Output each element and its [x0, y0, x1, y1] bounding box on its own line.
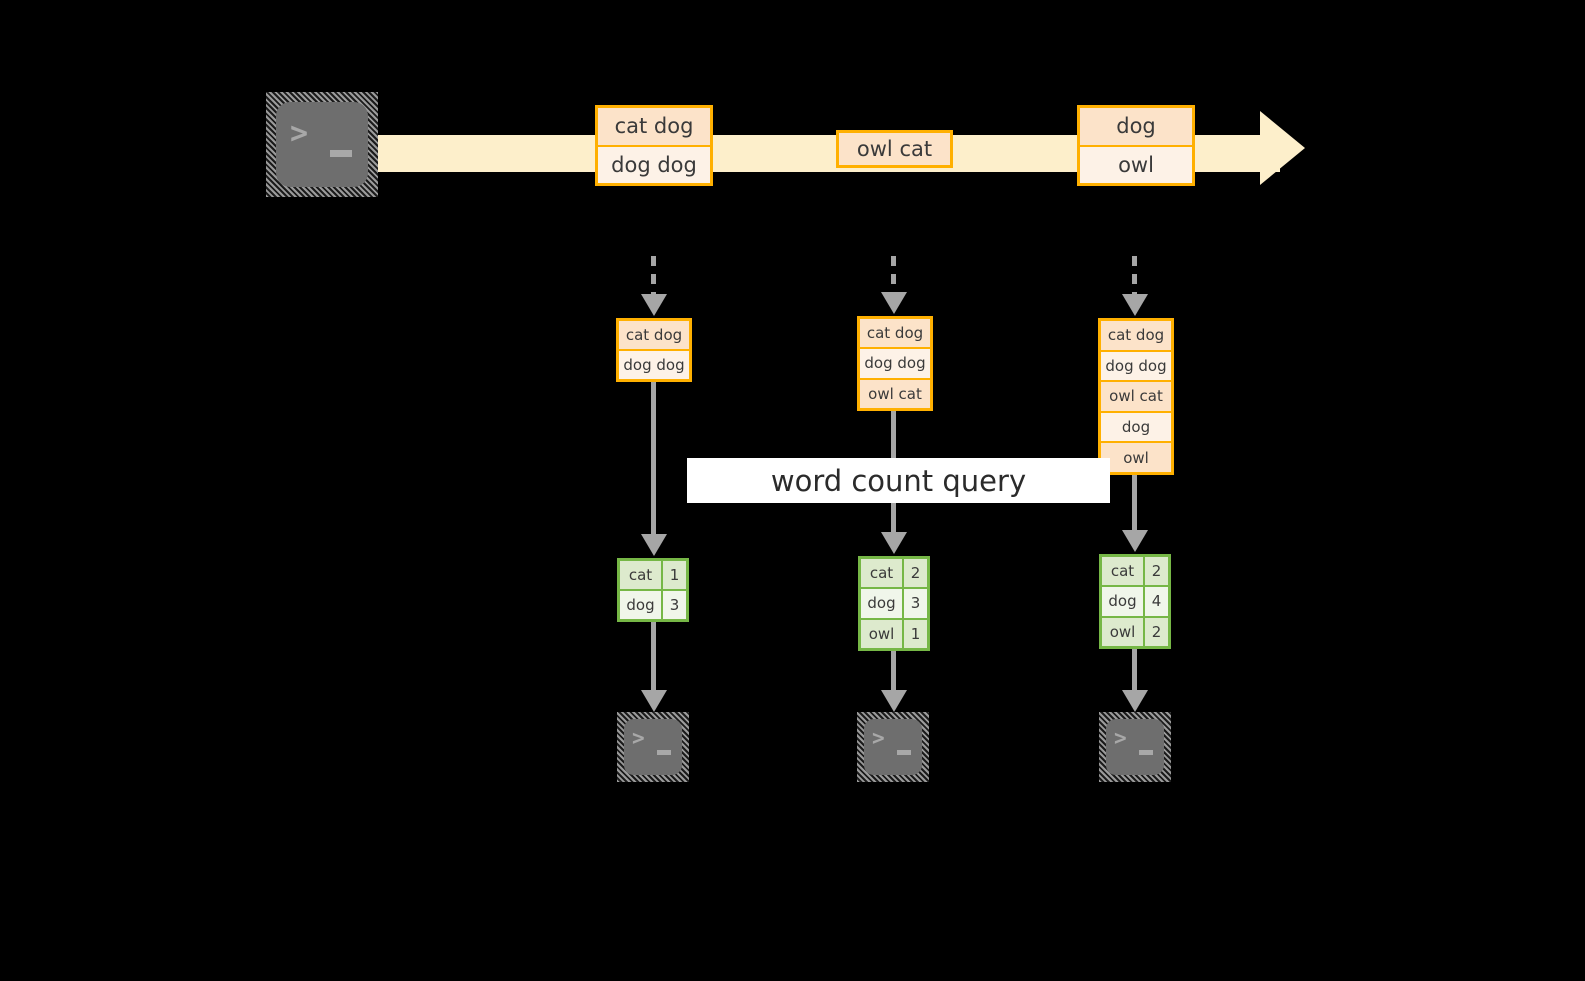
- input-buffer-1[interactable]: cat dog dog dog: [616, 318, 692, 382]
- terminal-cursor-icon: [657, 750, 671, 755]
- table-cell-word: cat: [620, 561, 663, 589]
- table-cell-word: owl: [861, 619, 904, 648]
- table-row: dog 3: [620, 591, 686, 619]
- terminal-cursor-icon: [1139, 750, 1153, 755]
- input-buffer-row: dog: [1101, 412, 1171, 444]
- result-to-sink-connector-1: [651, 622, 656, 694]
- query-label-band: word count query: [687, 458, 1110, 503]
- query-connector-1: [651, 382, 656, 540]
- result-to-sink-arrowhead-1: [641, 690, 667, 712]
- query-connector-3: [1132, 475, 1137, 537]
- result-table-3[interactable]: cat 2 dog 4 owl 2: [1099, 554, 1171, 649]
- input-buffer-row: cat dog: [1101, 321, 1171, 352]
- table-row: cat 2: [1102, 557, 1168, 588]
- table-cell-word: cat: [861, 559, 904, 588]
- result-table-2[interactable]: cat 2 dog 3 owl 1: [858, 556, 930, 651]
- terminal-chevron-icon: >: [872, 726, 885, 750]
- table-row: owl 2: [1102, 617, 1168, 646]
- sink-terminal-icon-2[interactable]: >: [857, 712, 929, 782]
- table-cell-word: cat: [1102, 557, 1145, 586]
- terminal-screen: >: [624, 719, 682, 775]
- stream-message-group-3[interactable]: dog owl: [1077, 105, 1195, 186]
- table-cell-count: 1: [904, 619, 927, 648]
- stream-to-input-connector-3: [1132, 256, 1137, 294]
- terminal-screen: >: [1106, 719, 1164, 775]
- stream-to-input-arrowhead-3: [1122, 294, 1148, 316]
- table-cell-count: 3: [904, 589, 927, 618]
- stream-message-row: cat dog: [598, 108, 710, 147]
- result-table-1[interactable]: cat 1 dog 3: [617, 558, 689, 622]
- stream-message-group-1[interactable]: cat dog dog dog: [595, 105, 713, 186]
- terminal-chevron-icon: >: [1114, 726, 1127, 750]
- table-cell-count: 2: [1145, 557, 1168, 586]
- table-cell-word: dog: [1102, 587, 1145, 616]
- table-row: cat 1: [620, 561, 686, 591]
- table-row: dog 3: [861, 589, 927, 620]
- query-arrowhead-3: [1122, 530, 1148, 552]
- input-buffer-3[interactable]: cat dog dog dog owl cat dog owl: [1098, 318, 1174, 475]
- stream-to-input-arrowhead-1: [641, 294, 667, 316]
- input-buffer-row: dog dog: [860, 349, 930, 380]
- input-buffer-row: cat dog: [860, 319, 930, 350]
- terminal-chevron-icon: >: [290, 116, 309, 151]
- sink-terminal-icon-3[interactable]: >: [1099, 712, 1171, 782]
- input-buffer-row: dog dog: [619, 351, 689, 379]
- result-to-sink-arrowhead-3: [1122, 690, 1148, 712]
- stream-message-row: owl cat: [839, 133, 950, 165]
- input-buffer-row: owl: [1101, 443, 1171, 472]
- table-cell-count: 2: [1145, 617, 1168, 646]
- input-buffer-row: owl cat: [860, 379, 930, 408]
- stream-to-input-arrowhead-2: [881, 292, 907, 314]
- table-cell-count: 3: [663, 591, 686, 619]
- query-arrowhead-2: [881, 532, 907, 554]
- terminal-chevron-icon: >: [632, 726, 645, 750]
- query-label-text: word count query: [770, 463, 1027, 498]
- stream-to-input-connector-2: [891, 256, 896, 292]
- stream-message-row: dog dog: [598, 146, 710, 183]
- table-cell-word: dog: [861, 589, 904, 618]
- stream-arrowhead: [1260, 111, 1305, 185]
- terminal-cursor-icon: [330, 150, 352, 157]
- input-buffer-row: owl cat: [1101, 382, 1171, 413]
- table-row: dog 4: [1102, 587, 1168, 618]
- table-row: cat 2: [861, 559, 927, 590]
- result-to-sink-connector-2: [891, 651, 896, 694]
- table-cell-count: 2: [904, 559, 927, 588]
- stream-message-group-2[interactable]: owl cat: [836, 130, 953, 168]
- sink-terminal-icon-1[interactable]: >: [617, 712, 689, 782]
- input-buffer-row: cat dog: [619, 321, 689, 351]
- stream-to-input-connector-1: [651, 256, 656, 294]
- source-terminal-icon[interactable]: >: [266, 92, 378, 197]
- result-to-sink-arrowhead-2: [881, 690, 907, 712]
- terminal-screen: >: [864, 719, 922, 775]
- input-buffer-row: dog dog: [1101, 351, 1171, 383]
- query-arrowhead-1: [641, 534, 667, 556]
- input-buffer-2[interactable]: cat dog dog dog owl cat: [857, 316, 933, 411]
- result-to-sink-connector-3: [1132, 649, 1137, 694]
- table-cell-word: owl: [1102, 617, 1145, 646]
- stream-message-row: owl: [1080, 146, 1192, 183]
- stream-message-row: dog: [1080, 108, 1192, 147]
- table-cell-count: 4: [1145, 587, 1168, 616]
- terminal-screen: >: [276, 102, 368, 187]
- table-cell-word: dog: [620, 591, 663, 619]
- table-row: owl 1: [861, 619, 927, 648]
- table-cell-count: 1: [663, 561, 686, 589]
- terminal-cursor-icon: [897, 750, 911, 755]
